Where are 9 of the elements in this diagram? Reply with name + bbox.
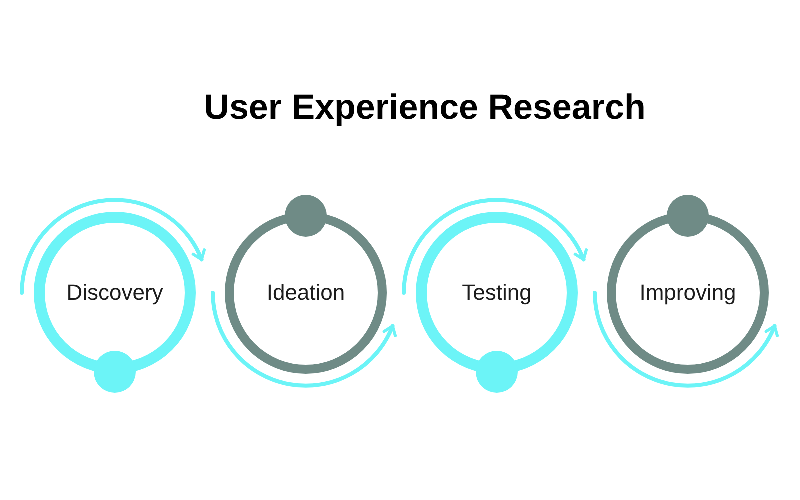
curved-arrow [593, 291, 778, 388]
stage-label: Ideation [266, 279, 346, 307]
curved-arrow [402, 198, 588, 295]
curved-arrow [211, 291, 396, 388]
diagram-title: User Experience Research [204, 90, 646, 125]
stage-label: Testing [462, 279, 532, 307]
stage-label: Improving [640, 279, 736, 307]
curved-arrow [20, 198, 206, 295]
stage-label: Discovery [66, 279, 164, 307]
